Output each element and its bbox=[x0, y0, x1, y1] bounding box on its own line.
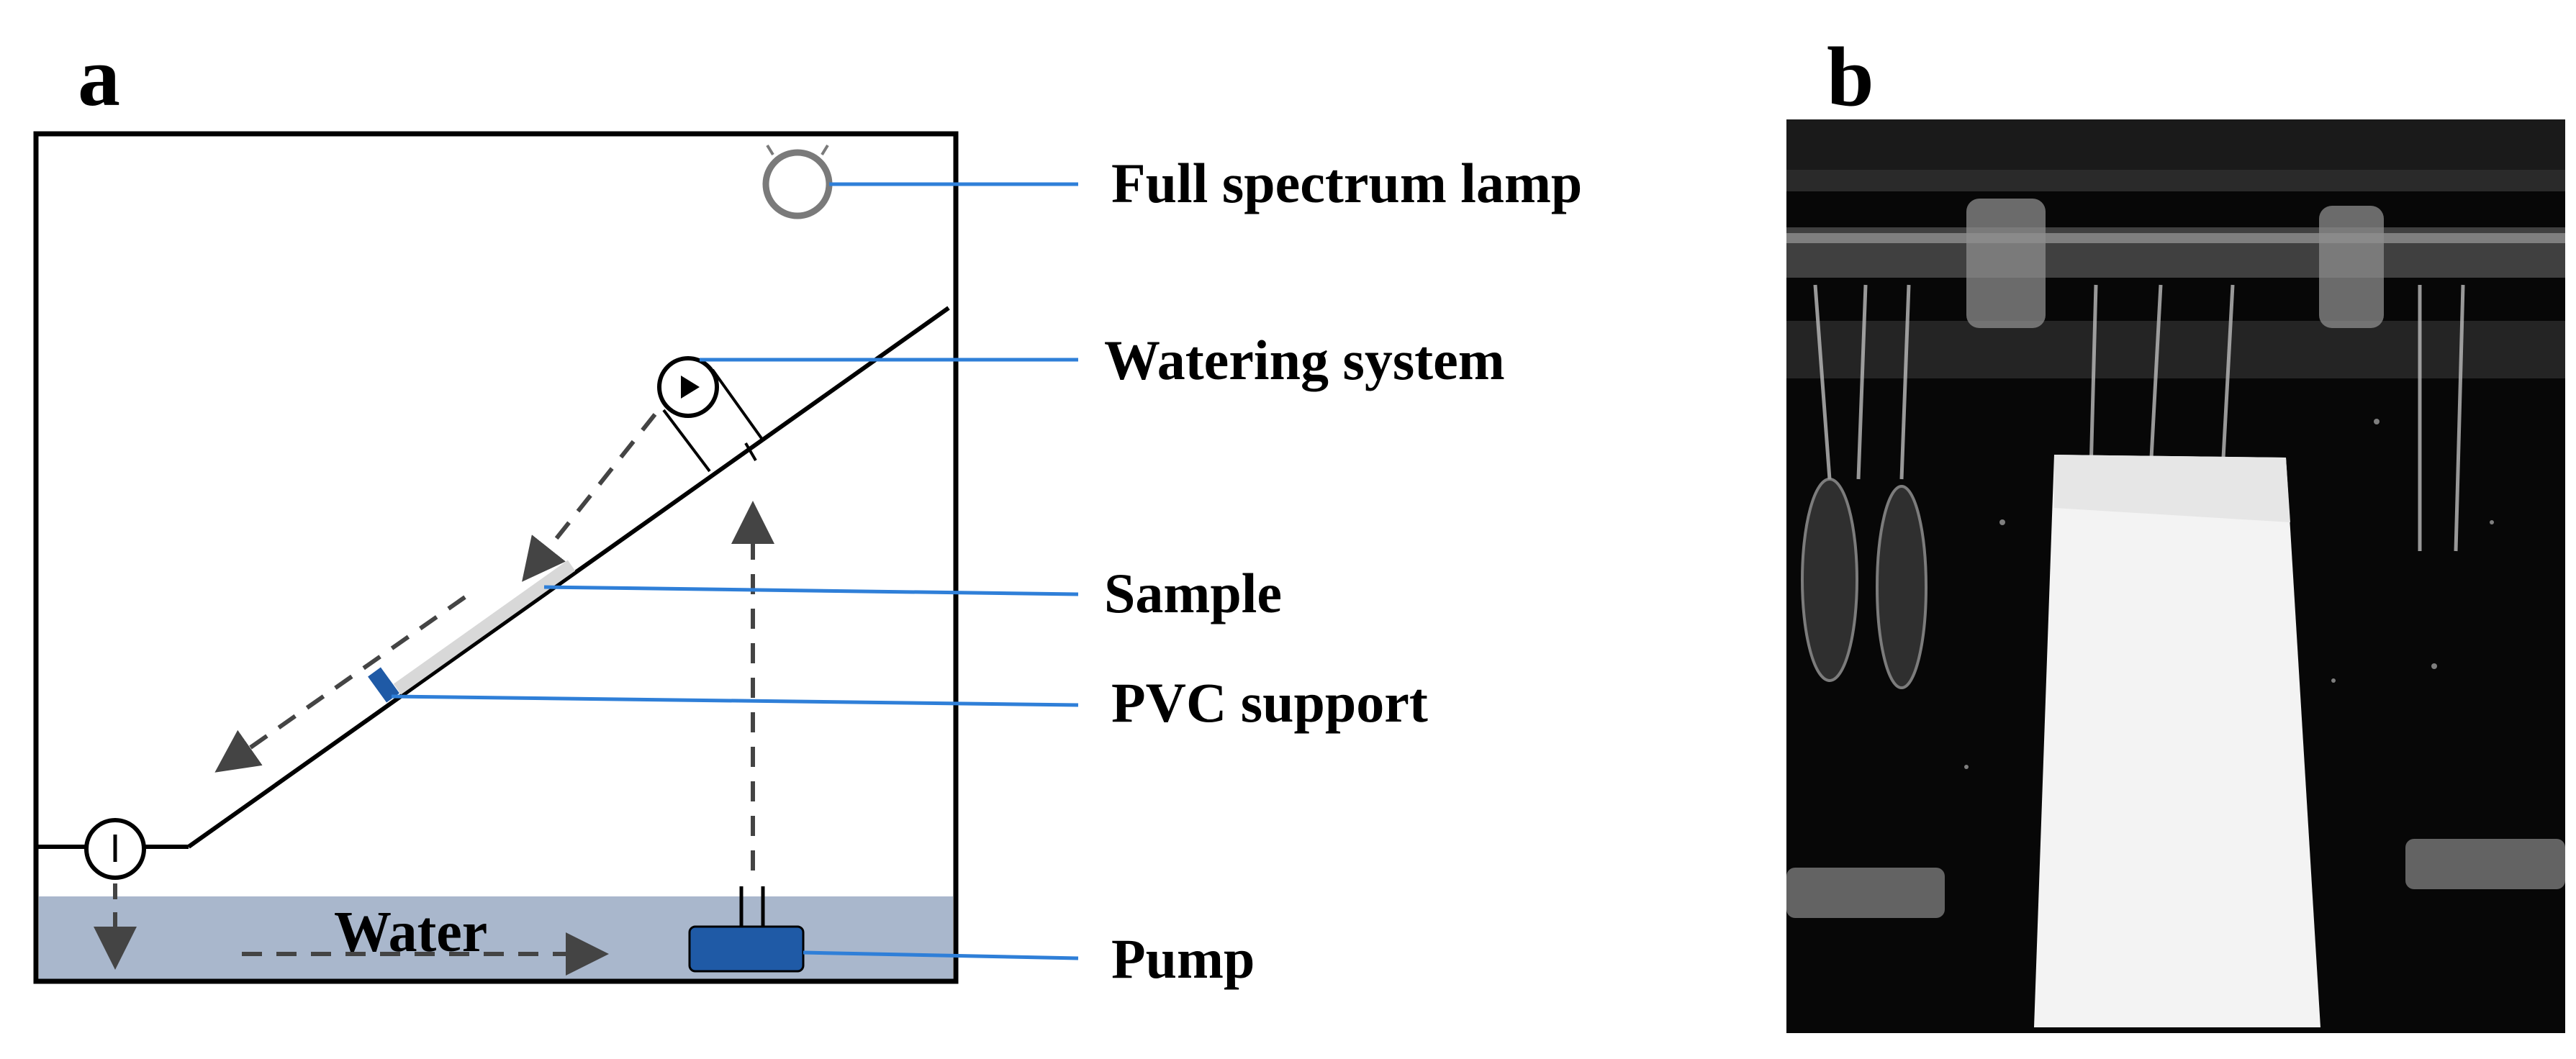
callout-line-pump bbox=[803, 950, 1079, 960]
chamber-box bbox=[33, 131, 959, 984]
sample-label: Sample bbox=[1104, 562, 1283, 624]
lamp-mount bbox=[821, 144, 829, 156]
lamp-mount bbox=[766, 144, 774, 156]
nozzle-bracket bbox=[711, 368, 764, 442]
pump-label: Pump bbox=[1111, 927, 1255, 990]
lamp-icon bbox=[762, 149, 833, 219]
slope-line bbox=[187, 306, 950, 849]
pvc-support bbox=[368, 667, 399, 703]
flow-arrow-spray bbox=[522, 413, 657, 582]
panel-label-b: b bbox=[1827, 29, 1874, 124]
water-pool bbox=[39, 896, 953, 980]
nozzle-bracket bbox=[662, 409, 711, 473]
nozzle-triangle-icon bbox=[681, 376, 700, 399]
lamp-label: Full spectrum lamp bbox=[1111, 152, 1583, 214]
pvc-label: PVC support bbox=[1111, 671, 1428, 734]
water-label: Water bbox=[334, 901, 488, 964]
callout-line-pvc bbox=[391, 694, 1079, 707]
sample-strip bbox=[393, 560, 576, 695]
pump-icon bbox=[688, 925, 805, 973]
watering-label: Watering system bbox=[1104, 329, 1505, 391]
panel-label-a: a bbox=[78, 29, 120, 124]
callout-line-sample bbox=[543, 585, 1079, 596]
photo-illustration bbox=[1786, 119, 2565, 1033]
experiment-photo bbox=[1786, 119, 2565, 1033]
nozzle-bracket bbox=[744, 442, 757, 462]
flow-arrow-runoff bbox=[214, 595, 466, 773]
